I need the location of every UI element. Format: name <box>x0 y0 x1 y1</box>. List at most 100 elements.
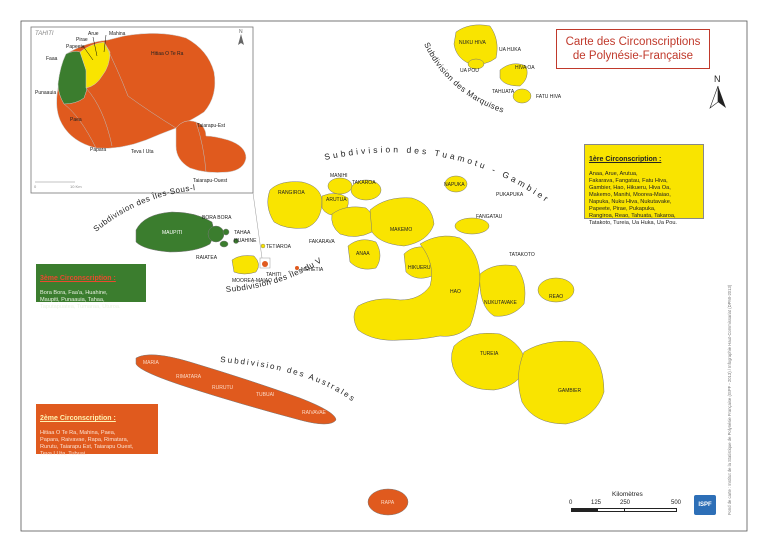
label-raivavae: RAIVAVAE <box>302 410 327 416</box>
inset-north-label: N <box>239 29 243 35</box>
inset-scale-end: 10 Km <box>70 184 82 189</box>
label-gambier: GAMBIER <box>558 388 581 394</box>
label-hao: HAO <box>450 289 461 295</box>
inset-label-paea: Paea <box>70 117 82 123</box>
inset-label-papeete: Papeete <box>66 44 85 50</box>
inset-label-taiarapu-ouest: Taiarapu-Ouest <box>193 178 228 184</box>
zone-hiva-oa <box>499 63 528 87</box>
label-fangatau: FANGATAU <box>476 214 503 220</box>
zone-fatu-hiva <box>512 88 532 104</box>
zone-manihi <box>327 177 353 195</box>
label-manihi: MANIHI <box>330 173 348 179</box>
inset-scale-zero: 0 <box>34 184 37 189</box>
scale-tick-250: 250 <box>620 500 631 506</box>
label-rapa: RAPA <box>381 500 395 506</box>
label-ua-pou: UA POU <box>460 68 479 74</box>
zone-raiatea <box>219 240 229 248</box>
inset-label-arue: Arue <box>88 31 99 37</box>
inset-locator-box <box>259 257 271 269</box>
legend-circonscription-2: 2ème Circonscription : Hitiaa O Te Ra, M… <box>36 404 158 457</box>
legend-c2-title: 2ème Circonscription : <box>40 415 116 422</box>
label-rimatara: RIMATARA <box>176 374 202 380</box>
legend-c3-text: Bora Bora, Faa'a, Huahine, Maupiti, Puna… <box>40 290 121 310</box>
zone-napuka <box>444 175 468 193</box>
zone-tahaa <box>222 228 230 236</box>
zone-rapa <box>367 488 409 516</box>
label-tahiti: TAHITI <box>266 272 281 278</box>
label-tatakoto: TATAKOTO <box>509 252 535 258</box>
zone-bora-bora <box>207 225 225 243</box>
zone-ua-pou <box>467 58 485 70</box>
inset-label-pirae: Pirae <box>76 37 88 43</box>
taiarapu-peninsula <box>175 120 247 173</box>
label-fakarava: FAKARAVA <box>309 239 335 245</box>
inset-north-arrow-icon <box>238 34 244 45</box>
map-title-box: Carte des Circonscriptions de Polynésie-… <box>556 29 710 69</box>
zone-huahine <box>233 238 239 244</box>
zone-fakarava <box>331 206 375 237</box>
label-raiatea: RAIATEA <box>196 255 218 261</box>
north-arrow-icon <box>709 85 726 109</box>
inset-label-papara: Papara <box>90 147 106 153</box>
zone-reao <box>537 277 575 303</box>
legend-c3-title: 3ème Circonscription : <box>40 275 116 282</box>
legend-circonscription-3: 3ème Circonscription : Bora Bora, Faa'a,… <box>36 264 146 310</box>
label-rurutu: RURUTU <box>212 385 233 391</box>
label-ua-huka: UA HUKA <box>499 47 522 53</box>
label-makemo: MAKEMO <box>390 227 412 233</box>
label-reao: REAO <box>549 294 563 300</box>
label-fatu-hiva: FATU HIVA <box>536 94 562 100</box>
ispf-logo: ISPF <box>694 495 716 515</box>
zone-australes <box>135 354 337 425</box>
label-rangiroa: RANGIROA <box>278 190 305 196</box>
scale-bar <box>571 508 677 512</box>
inset-title: TAHITI <box>35 31 54 37</box>
label-maupiti: MAUPITI <box>162 230 182 236</box>
legend-circonscription-1: 1ère Circonscription : Anaa, Arue, Arutu… <box>584 144 704 226</box>
zone-tahiti-locator <box>262 261 268 267</box>
zone-moorea <box>231 255 259 275</box>
zone-tetiaroa <box>260 243 266 249</box>
scale-tick-125: 125 <box>591 500 602 506</box>
label-tubuai: TUBUAI <box>256 392 274 398</box>
scale-tick-500: 500 <box>671 500 682 506</box>
zone-tureia <box>451 333 527 391</box>
zone-takaroa <box>350 179 382 201</box>
north-label: N <box>714 74 721 84</box>
zone-gambier <box>518 340 605 425</box>
label-nuku-hiva: NUKU HIVA <box>459 40 487 46</box>
label-hikueru: HIKUERU <box>408 265 431 271</box>
label-arutua: ARUTUA <box>326 197 347 203</box>
zone-anaa <box>347 239 381 270</box>
label-tahaa: TAHAA <box>234 230 251 236</box>
tahiti-inset: TAHITI N Papeete Arue Pirae Mahina Faaa … <box>30 26 254 194</box>
scale-tick-0: 0 <box>569 500 573 506</box>
label-tureia: TUREIA <box>480 351 499 357</box>
label-hiva-oa: HIVA OA <box>515 65 535 71</box>
inset-label-faaa: Faaa <box>46 56 58 62</box>
label-pukapuka: PUKAPUKA <box>496 192 524 198</box>
label-napuka: NAPUKA <box>444 182 465 188</box>
legend-c2-text: Hitiaa O Te Ra, Mahina, Paea, Papara, Ra… <box>40 430 134 457</box>
zone-rangiroa <box>267 181 323 229</box>
zone-nukutavake <box>479 264 526 317</box>
inset-label-teva: Teva I Uta <box>131 149 154 155</box>
map-title-line2: de Polynésie-Française <box>572 50 694 62</box>
label-anaa: ANAA <box>356 251 370 257</box>
inset-label-taiarapu-est: Taiarapu-Est <box>197 123 226 129</box>
inset-label-mahina: Mahina <box>109 31 126 37</box>
papeete-pirae-arue-yellow <box>79 41 111 89</box>
inset-label-punaauia: Punaauia <box>35 90 56 96</box>
inset-link-line <box>252 192 263 259</box>
label-bora-bora: BORA BORA <box>202 215 232 221</box>
zone-fangatau <box>454 217 490 235</box>
map-frame <box>20 20 748 532</box>
legend-c1-title: 1ère Circonscription : <box>589 156 662 163</box>
scale-title: Kilomètres <box>612 491 643 498</box>
inset-label-hitiaa: Hitiaa O Te Ra <box>151 51 184 57</box>
map-credit: Fond de carte : Institut de la Statistiq… <box>727 284 732 515</box>
label-nukutavake: NUKUTAVAKE <box>484 300 517 306</box>
label-huahine: HUAHINE <box>234 238 257 244</box>
zone-nuku-hiva <box>453 24 498 65</box>
